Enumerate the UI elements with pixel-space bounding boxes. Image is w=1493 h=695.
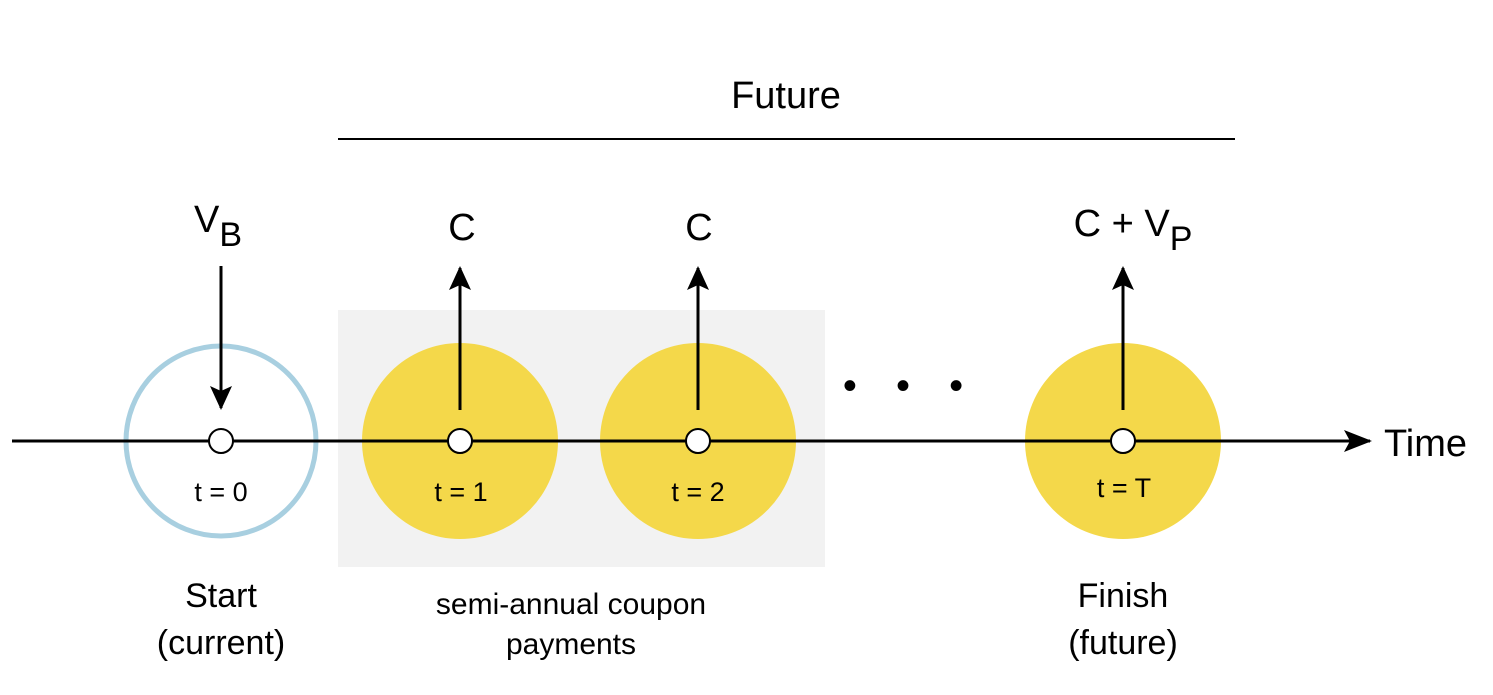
node-point-T	[1110, 428, 1136, 454]
time-axis-label: Time	[1384, 423, 1467, 465]
t-label-2: t = 2	[671, 477, 724, 507]
coupon-1-flow-label: C	[448, 207, 475, 249]
finish-flow-subscript: P	[1170, 220, 1193, 258]
start-caption-line2: (current)	[157, 624, 285, 662]
start-flow-label: VB	[194, 199, 242, 254]
finish-caption-line1: Finish	[1078, 577, 1169, 615]
node-point-0	[208, 428, 234, 454]
start-flow-subscript: B	[219, 216, 242, 254]
t-label-0: t = 0	[194, 477, 247, 507]
node-point-2	[685, 428, 711, 454]
finish-caption-line2: (future)	[1068, 624, 1178, 662]
finish-flow-label: C + VP	[1074, 203, 1193, 258]
start-caption-line1: Start	[185, 577, 257, 615]
future-label: Future	[731, 75, 841, 117]
t-label-T: t = T	[1097, 473, 1151, 503]
coupon-2-flow-label: C	[685, 207, 712, 249]
node-point-1	[447, 428, 473, 454]
coupon-caption-line1: semi-annual coupon	[436, 588, 706, 621]
t-label-1: t = 1	[434, 477, 487, 507]
coupon-caption-line2: payments	[506, 628, 636, 661]
ellipsis-dots: • • •	[843, 364, 977, 408]
